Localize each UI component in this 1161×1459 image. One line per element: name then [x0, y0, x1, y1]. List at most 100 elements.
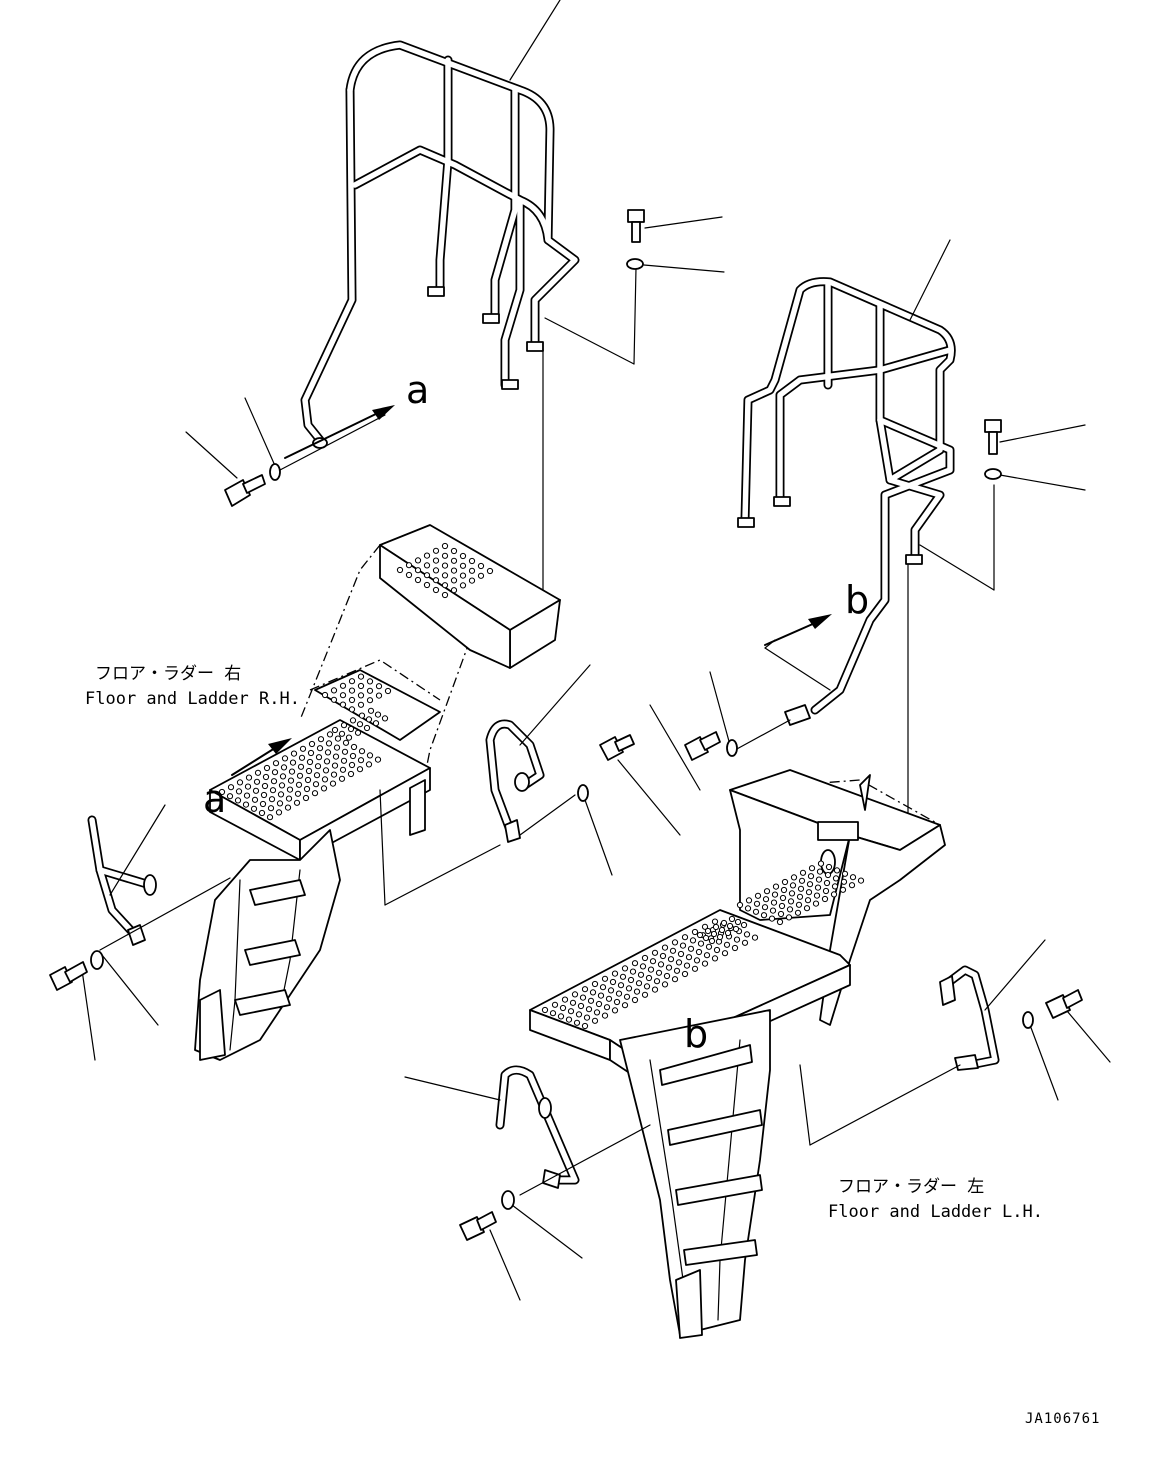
perforation-hole: [848, 882, 856, 889]
perforation-hole: [279, 773, 287, 780]
perforation-hole: [374, 711, 382, 718]
perforation-hole: [367, 707, 375, 714]
floor-ladder-lh: [529, 769, 946, 1339]
perforation-hole: [261, 782, 269, 790]
perforation-hole: [661, 981, 669, 988]
lh-label-english: Floor and Ladder L.H.: [828, 1202, 1043, 1222]
perforation-hole: [326, 731, 334, 738]
perforation-hole: [663, 972, 671, 980]
perforation-hole: [323, 758, 331, 765]
perforation-hole: [263, 764, 271, 772]
perforation-hole: [302, 794, 310, 802]
perforation-hole: [806, 881, 814, 888]
perforation-hole: [763, 888, 771, 895]
view-mark-b-upper: b: [845, 578, 870, 622]
perforation-hole: [565, 1016, 573, 1023]
perforation-hole: [772, 883, 780, 890]
perforation-hole: [703, 952, 711, 959]
perforation-hole: [760, 912, 768, 919]
perforation-hole: [762, 896, 770, 903]
arrow-a-lower: [231, 738, 292, 776]
handrail-rh: [300, 40, 580, 449]
perforation-hole: [685, 954, 693, 961]
perforation-hole: [839, 886, 847, 893]
perforation-hole: [450, 567, 458, 574]
perforation-hole: [781, 878, 789, 886]
rh-label-english: Floor and Ladder R.H.: [85, 689, 300, 709]
perforation-hole: [321, 691, 329, 699]
perforation-hole: [330, 771, 338, 778]
perforation-hole: [814, 884, 822, 891]
perforation-hole: [289, 759, 297, 766]
perforation-hole: [561, 996, 569, 1003]
perforation-hole: [813, 892, 821, 899]
perforation-hole: [441, 591, 449, 599]
perforation-hole: [579, 994, 587, 1001]
perforation-hole: [631, 960, 639, 967]
perforation-hole: [281, 755, 289, 762]
perforation-hole: [423, 552, 431, 559]
perforation-hole: [629, 968, 637, 975]
perforation-hole: [807, 873, 815, 880]
bolt-washer-set-1: [224, 209, 645, 507]
perforation-hole: [840, 878, 848, 885]
perforation-hole: [414, 576, 422, 584]
perforation-hole: [306, 758, 314, 766]
perforation-hole: [305, 767, 313, 775]
perforation-hole: [637, 971, 645, 978]
perforation-hole: [226, 793, 234, 800]
perforation-hole: [372, 720, 380, 727]
perforation-hole: [347, 725, 355, 733]
perforation-hole: [293, 799, 301, 806]
perforation-hole: [712, 923, 720, 931]
perforation-hole: [267, 805, 275, 812]
perforation-hole: [340, 722, 348, 729]
perforation-hole: [350, 743, 358, 751]
perforation-lh-floor-right: [736, 860, 865, 926]
perforation-hole: [244, 783, 252, 790]
perforation-hole: [617, 982, 625, 989]
perforation-hole: [218, 788, 226, 796]
perforation-hole: [313, 772, 321, 779]
perforation-hole: [450, 547, 458, 555]
perforation-hole: [705, 943, 713, 950]
perforation-hole: [358, 748, 366, 755]
perforation-hole: [713, 946, 721, 954]
perforation-hole: [557, 1013, 565, 1020]
perforation-hole: [567, 1008, 575, 1015]
perforation-hole: [245, 774, 253, 781]
perforation-hole: [701, 923, 709, 930]
perforation-hole: [651, 986, 659, 993]
perforation-hole: [450, 557, 458, 564]
perforation-hole: [790, 874, 798, 881]
perforation-hole: [312, 781, 320, 788]
perforation-hole: [599, 984, 607, 991]
perforation-hole: [736, 901, 744, 909]
perforation-hole: [651, 949, 659, 956]
perforation-hole: [357, 692, 365, 699]
perforation-hole: [338, 775, 346, 782]
perforation-hole: [691, 928, 699, 936]
perforation-hole: [375, 683, 383, 690]
perforation-hole: [324, 749, 332, 756]
perforation-hole: [743, 931, 751, 938]
perforation-hole: [625, 985, 633, 992]
perforation-hole: [613, 998, 621, 1006]
perforation-hole: [314, 763, 322, 770]
perforation-hole: [799, 869, 807, 876]
perforation-hole: [316, 745, 324, 752]
perforation-hole: [631, 996, 639, 1004]
perforation-hole: [812, 900, 820, 907]
perforation-hole: [831, 883, 839, 890]
perforation-hole: [341, 748, 349, 755]
perforation-hole: [734, 918, 742, 926]
perforation-hole: [671, 976, 679, 983]
perforation-hole: [288, 768, 296, 775]
perforation-hole: [581, 1022, 589, 1030]
perforation-hole: [307, 749, 315, 757]
perforation-hole: [778, 902, 786, 910]
perforation-hole: [549, 1010, 557, 1017]
perforation-hole: [357, 682, 365, 690]
perforation-hole: [771, 891, 779, 898]
